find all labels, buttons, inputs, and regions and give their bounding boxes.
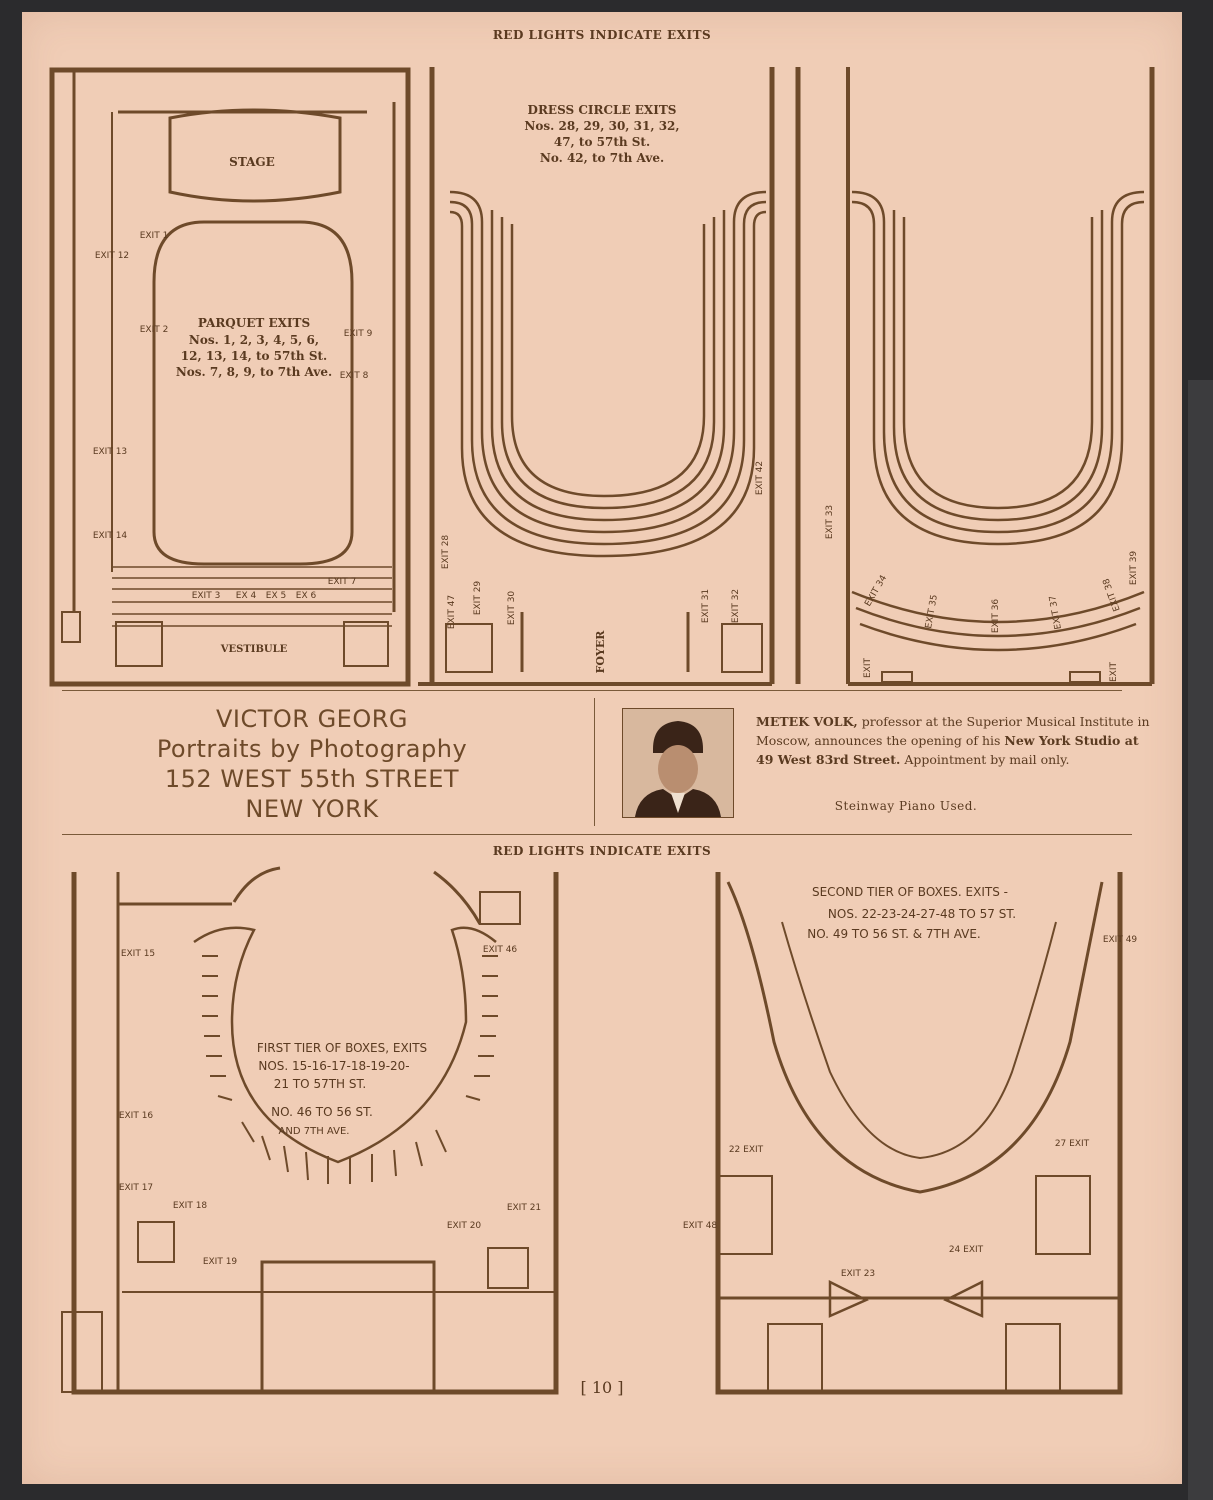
foyer-label: FOYER: [594, 630, 607, 674]
volk-text-1: professor at the Superior Musical Instit…: [756, 714, 1150, 748]
background-fabric: [1188, 380, 1213, 1500]
exit-label: EXIT: [1109, 662, 1119, 683]
exit-label: EXIT 29: [473, 581, 483, 616]
exit-label: EXIT 49: [1103, 935, 1138, 945]
second-tier-line-1: SECOND TIER OF BOXES. EXITS -: [812, 885, 1008, 899]
parquet-line-3: Nos. 7, 8, 9, to 7th Ave.: [176, 365, 332, 379]
exit-label: EXIT 37: [1048, 595, 1064, 631]
exit-label: EXIT 46: [483, 945, 518, 955]
exit-label: EXIT 8: [340, 371, 369, 381]
exit-label: EXIT 7: [328, 577, 357, 587]
exit-label: EXIT 17: [119, 1183, 153, 1193]
dress-circle-line-1: Nos. 28, 29, 30, 31, 32,: [524, 119, 679, 133]
second-tier-line-3: NO. 49 TO 56 ST. & 7TH AVE.: [807, 927, 981, 941]
exit-label: EXIT 33: [825, 505, 835, 539]
metek-volk-ad: METEK VOLK, professor at the Superior Mu…: [756, 712, 1156, 769]
victor-georg-ad: VICTOR GEORG Portraits by Photography 15…: [82, 704, 542, 824]
exit-label: EXIT 42: [755, 461, 765, 495]
exit-label: EXIT: [863, 658, 873, 679]
first-tier-line-3: 21 TO 57TH ST.: [274, 1077, 366, 1091]
volk-name: METEK VOLK,: [756, 714, 858, 729]
first-tier-line-2: NOS. 15-16-17-18-19-20-: [258, 1059, 409, 1073]
parquet-line-2: 12, 13, 14, to 57th St.: [181, 349, 327, 363]
exit-label: EXIT 23: [841, 1269, 875, 1279]
exit-label: EXIT 28: [441, 535, 451, 570]
divider-top: [62, 690, 1122, 691]
dress-circle-line-3: No. 42, to 7th Ave.: [540, 151, 664, 165]
exit-label: EXIT 18: [173, 1201, 208, 1211]
parquet-title: PARQUET EXITS: [198, 316, 310, 330]
exit-label: EXIT 13: [93, 447, 127, 457]
georg-name: VICTOR GEORG: [215, 705, 409, 733]
dress-circle-plan: [418, 67, 775, 686]
georg-address: 152 WEST 55th STREET: [164, 765, 460, 793]
exit-label: 27 EXIT: [1055, 1139, 1090, 1149]
exit-label: EXIT 30: [507, 591, 517, 626]
exit-label: EXIT 15: [121, 949, 155, 959]
top-heading: RED LIGHTS INDICATE EXITS: [492, 28, 712, 42]
exit-label: EXIT 31: [701, 589, 711, 623]
exit-label: EXIT 16: [119, 1111, 154, 1121]
exit-label: EXIT 3: [192, 591, 221, 601]
steinway-note: Steinway Piano Used.: [834, 799, 978, 813]
exit-label: EXIT 36: [991, 599, 1001, 634]
bottom-heading: RED LIGHTS INDICATE EXITS: [492, 844, 712, 858]
exit-label: EXIT 19: [203, 1257, 238, 1267]
exit-label: 24 EXIT: [949, 1245, 984, 1255]
first-tier-plan: [61, 866, 559, 1395]
balcony-plan: [795, 67, 1155, 686]
exit-label: EX 5: [266, 591, 286, 601]
georg-city: NEW YORK: [245, 795, 379, 823]
exit-label: EXIT 48: [683, 1221, 718, 1231]
exit-label: EX 6: [296, 591, 317, 601]
exit-label: EXIT 32: [731, 589, 741, 623]
georg-tagline: Portraits by Photography: [156, 735, 468, 763]
vestibule-label: VESTIBULE: [220, 644, 288, 655]
volk-text-2: Appointment by mail only.: [900, 752, 1070, 767]
portrait-photo: [622, 708, 734, 818]
parquet-line-1: Nos. 1, 2, 3, 4, 5, 6,: [189, 333, 319, 347]
exit-label: EXIT 1: [140, 231, 169, 241]
exit-label: EXIT 21: [507, 1203, 541, 1213]
first-tier-line-5: AND 7TH AVE.: [279, 1126, 350, 1137]
floor-plans: STAGE PARQUET EXITS Nos. 1, 2, 3, 4, 5, …: [49, 67, 1155, 1395]
exit-label: EXIT 12: [95, 251, 129, 261]
page-number: [ 10 ]: [580, 1378, 624, 1397]
exit-label: EXIT 2: [140, 325, 169, 335]
divider-bottom: [62, 834, 1132, 835]
first-tier-line-4: NO. 46 TO 56 ST.: [271, 1105, 373, 1119]
volk-studio: New York Studio at 49 West 83rd Street.: [756, 733, 1139, 767]
exit-label: 22 EXIT: [729, 1145, 764, 1155]
program-page: RED LIGHTS INDICATE EXITS: [22, 12, 1182, 1484]
dress-circle-title: DRESS CIRCLE EXITS: [528, 103, 677, 117]
exit-label: EXIT 14: [93, 531, 128, 541]
first-tier-line-1: FIRST TIER OF BOXES, EXITS: [257, 1041, 427, 1055]
exit-label: EXIT 35: [924, 594, 940, 630]
exit-label: EXIT 9: [344, 329, 373, 339]
exit-label: EX 4: [236, 591, 257, 601]
parquet-plan: [49, 67, 411, 687]
second-tier-plan: [715, 872, 1123, 1395]
dress-circle-line-2: 47, to 57th St.: [554, 135, 650, 149]
second-tier-line-2: NOS. 22-23-24-27-48 TO 57 ST.: [828, 907, 1016, 921]
divider-vertical: [594, 698, 595, 826]
exit-label: EXIT 47: [447, 595, 457, 629]
exit-label: EXIT 20: [447, 1221, 482, 1231]
stage-label: STAGE: [229, 155, 275, 169]
exit-label: EXIT 39: [1129, 551, 1139, 586]
